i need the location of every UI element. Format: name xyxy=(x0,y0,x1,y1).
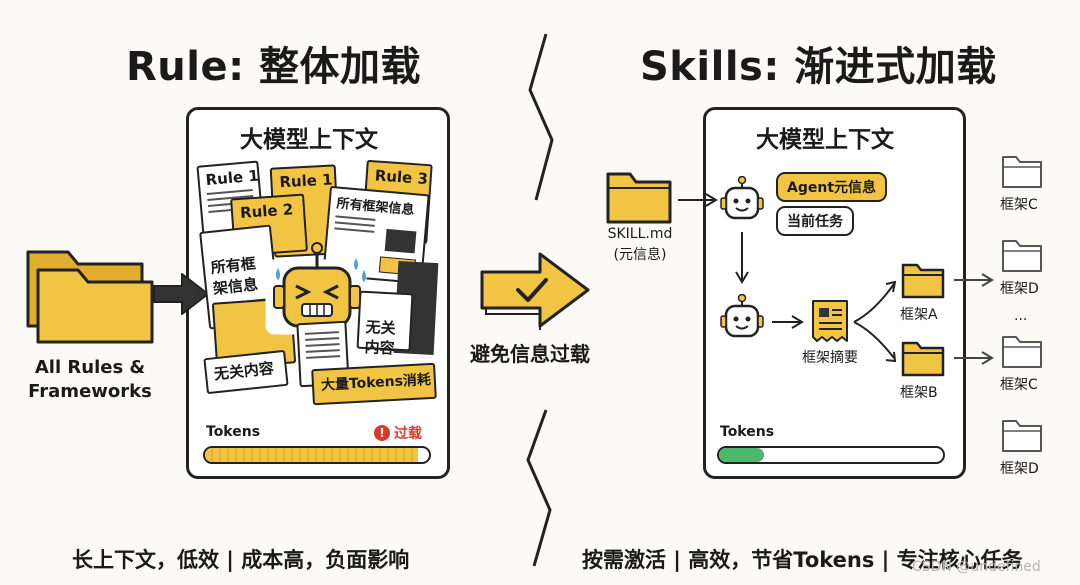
outside-folder-icon xyxy=(1002,420,1042,452)
framework-summary-doc-icon xyxy=(812,300,848,342)
doc-rule-1a-label: Rule 1 xyxy=(204,166,260,190)
skills-tokens-label: Tokens xyxy=(720,424,775,440)
doc-rule-2-label: Rule 2 xyxy=(239,200,294,222)
outside-folder-icon xyxy=(1002,240,1042,272)
load-arrow-icon xyxy=(153,273,209,315)
all-rules-label: All Rules & Frameworks xyxy=(28,357,152,402)
doc-token-heavy: 大量Tokens消耗 xyxy=(311,362,437,406)
doc-irrelevant-1: 无关 内容 xyxy=(356,290,414,358)
skill-meta-label: (元信息) xyxy=(613,247,667,263)
avoid-overload-label: 避免信息过载 xyxy=(470,342,590,366)
skills-token-bar-fill xyxy=(719,448,764,462)
framework-a-folder-icon xyxy=(901,263,945,299)
skills-context-title: 大模型上下文 xyxy=(756,127,894,153)
rule-token-bar xyxy=(203,446,431,464)
framework-summary-label: 框架摘要 xyxy=(802,350,858,366)
outside-framework-label: 框架C xyxy=(1000,197,1038,213)
doc-framework-all-2-label: 所有框 架信息 xyxy=(209,254,259,298)
outside-ellipsis: ... xyxy=(1014,308,1028,324)
down-arrow-icon xyxy=(735,232,749,284)
doc-framework-all-1-label: 所有框架信息 xyxy=(335,196,415,219)
all-rules-folder-icon xyxy=(26,250,154,344)
rule-bottom-text: 长上下文，低效 | 成本高，负面影响 xyxy=(72,548,410,572)
skills-token-bar xyxy=(717,446,945,464)
to-outside-arrow-b-icon xyxy=(954,351,994,365)
skills-bottom-text: 按需激活 | 高效，节省Tokens | 专注核心任务 xyxy=(582,548,1023,572)
rule-context-title: 大模型上下文 xyxy=(240,127,378,153)
doc-rule-1b-label: Rule 1 xyxy=(278,170,334,192)
doc-token-heavy-label: 大量Tokens消耗 xyxy=(320,372,432,394)
outside-framework-label: 框架D xyxy=(1000,281,1039,297)
overload-label: 过载 xyxy=(394,426,422,442)
working-robot-icon xyxy=(720,294,764,338)
outside-framework-label: 框架C xyxy=(1000,377,1038,393)
skill-folder-icon xyxy=(606,172,672,224)
watermark: CSDN @undefined xyxy=(912,559,1041,575)
warning-icon: ! xyxy=(374,425,390,441)
overloaded-robot-icon xyxy=(265,242,367,335)
rule-tokens-label: Tokens xyxy=(206,424,261,440)
fork-arrows-icon xyxy=(853,280,897,363)
skills-title: Skills: 渐进式加载 xyxy=(640,44,997,90)
doc-irrelevant-1-label: 无关 内容 xyxy=(364,318,397,358)
doc-irrelevant-2-label: 无关内容 xyxy=(213,359,275,384)
outside-framework-label: 框架D xyxy=(1000,461,1039,477)
robot-to-summary-arrow-icon xyxy=(772,315,804,329)
agent-robot-icon xyxy=(720,176,764,220)
framework-a-label: 框架A xyxy=(900,307,938,323)
overload-indicator: ! 过载 xyxy=(374,423,422,443)
outside-folder-icon xyxy=(1002,156,1042,188)
framework-b-folder-icon xyxy=(901,341,945,377)
bubble-current-task: 当前任务 xyxy=(776,206,854,236)
divider-zigzag xyxy=(526,33,554,567)
skill-to-robot-arrow-icon xyxy=(678,193,718,207)
bubble-agent-meta: Agent元信息 xyxy=(776,172,888,202)
to-outside-arrow-a-icon xyxy=(954,273,994,287)
doc-rule-3-label: Rule 3 xyxy=(374,166,429,189)
big-check-arrow-icon xyxy=(480,252,590,330)
framework-b-label: 框架B xyxy=(900,385,938,401)
skill-file-label: SKILL.md xyxy=(607,226,673,242)
outside-folder-icon xyxy=(1002,336,1042,368)
rule-title: Rule: 整体加载 xyxy=(126,44,422,90)
rule-token-bar-fill xyxy=(205,448,418,462)
